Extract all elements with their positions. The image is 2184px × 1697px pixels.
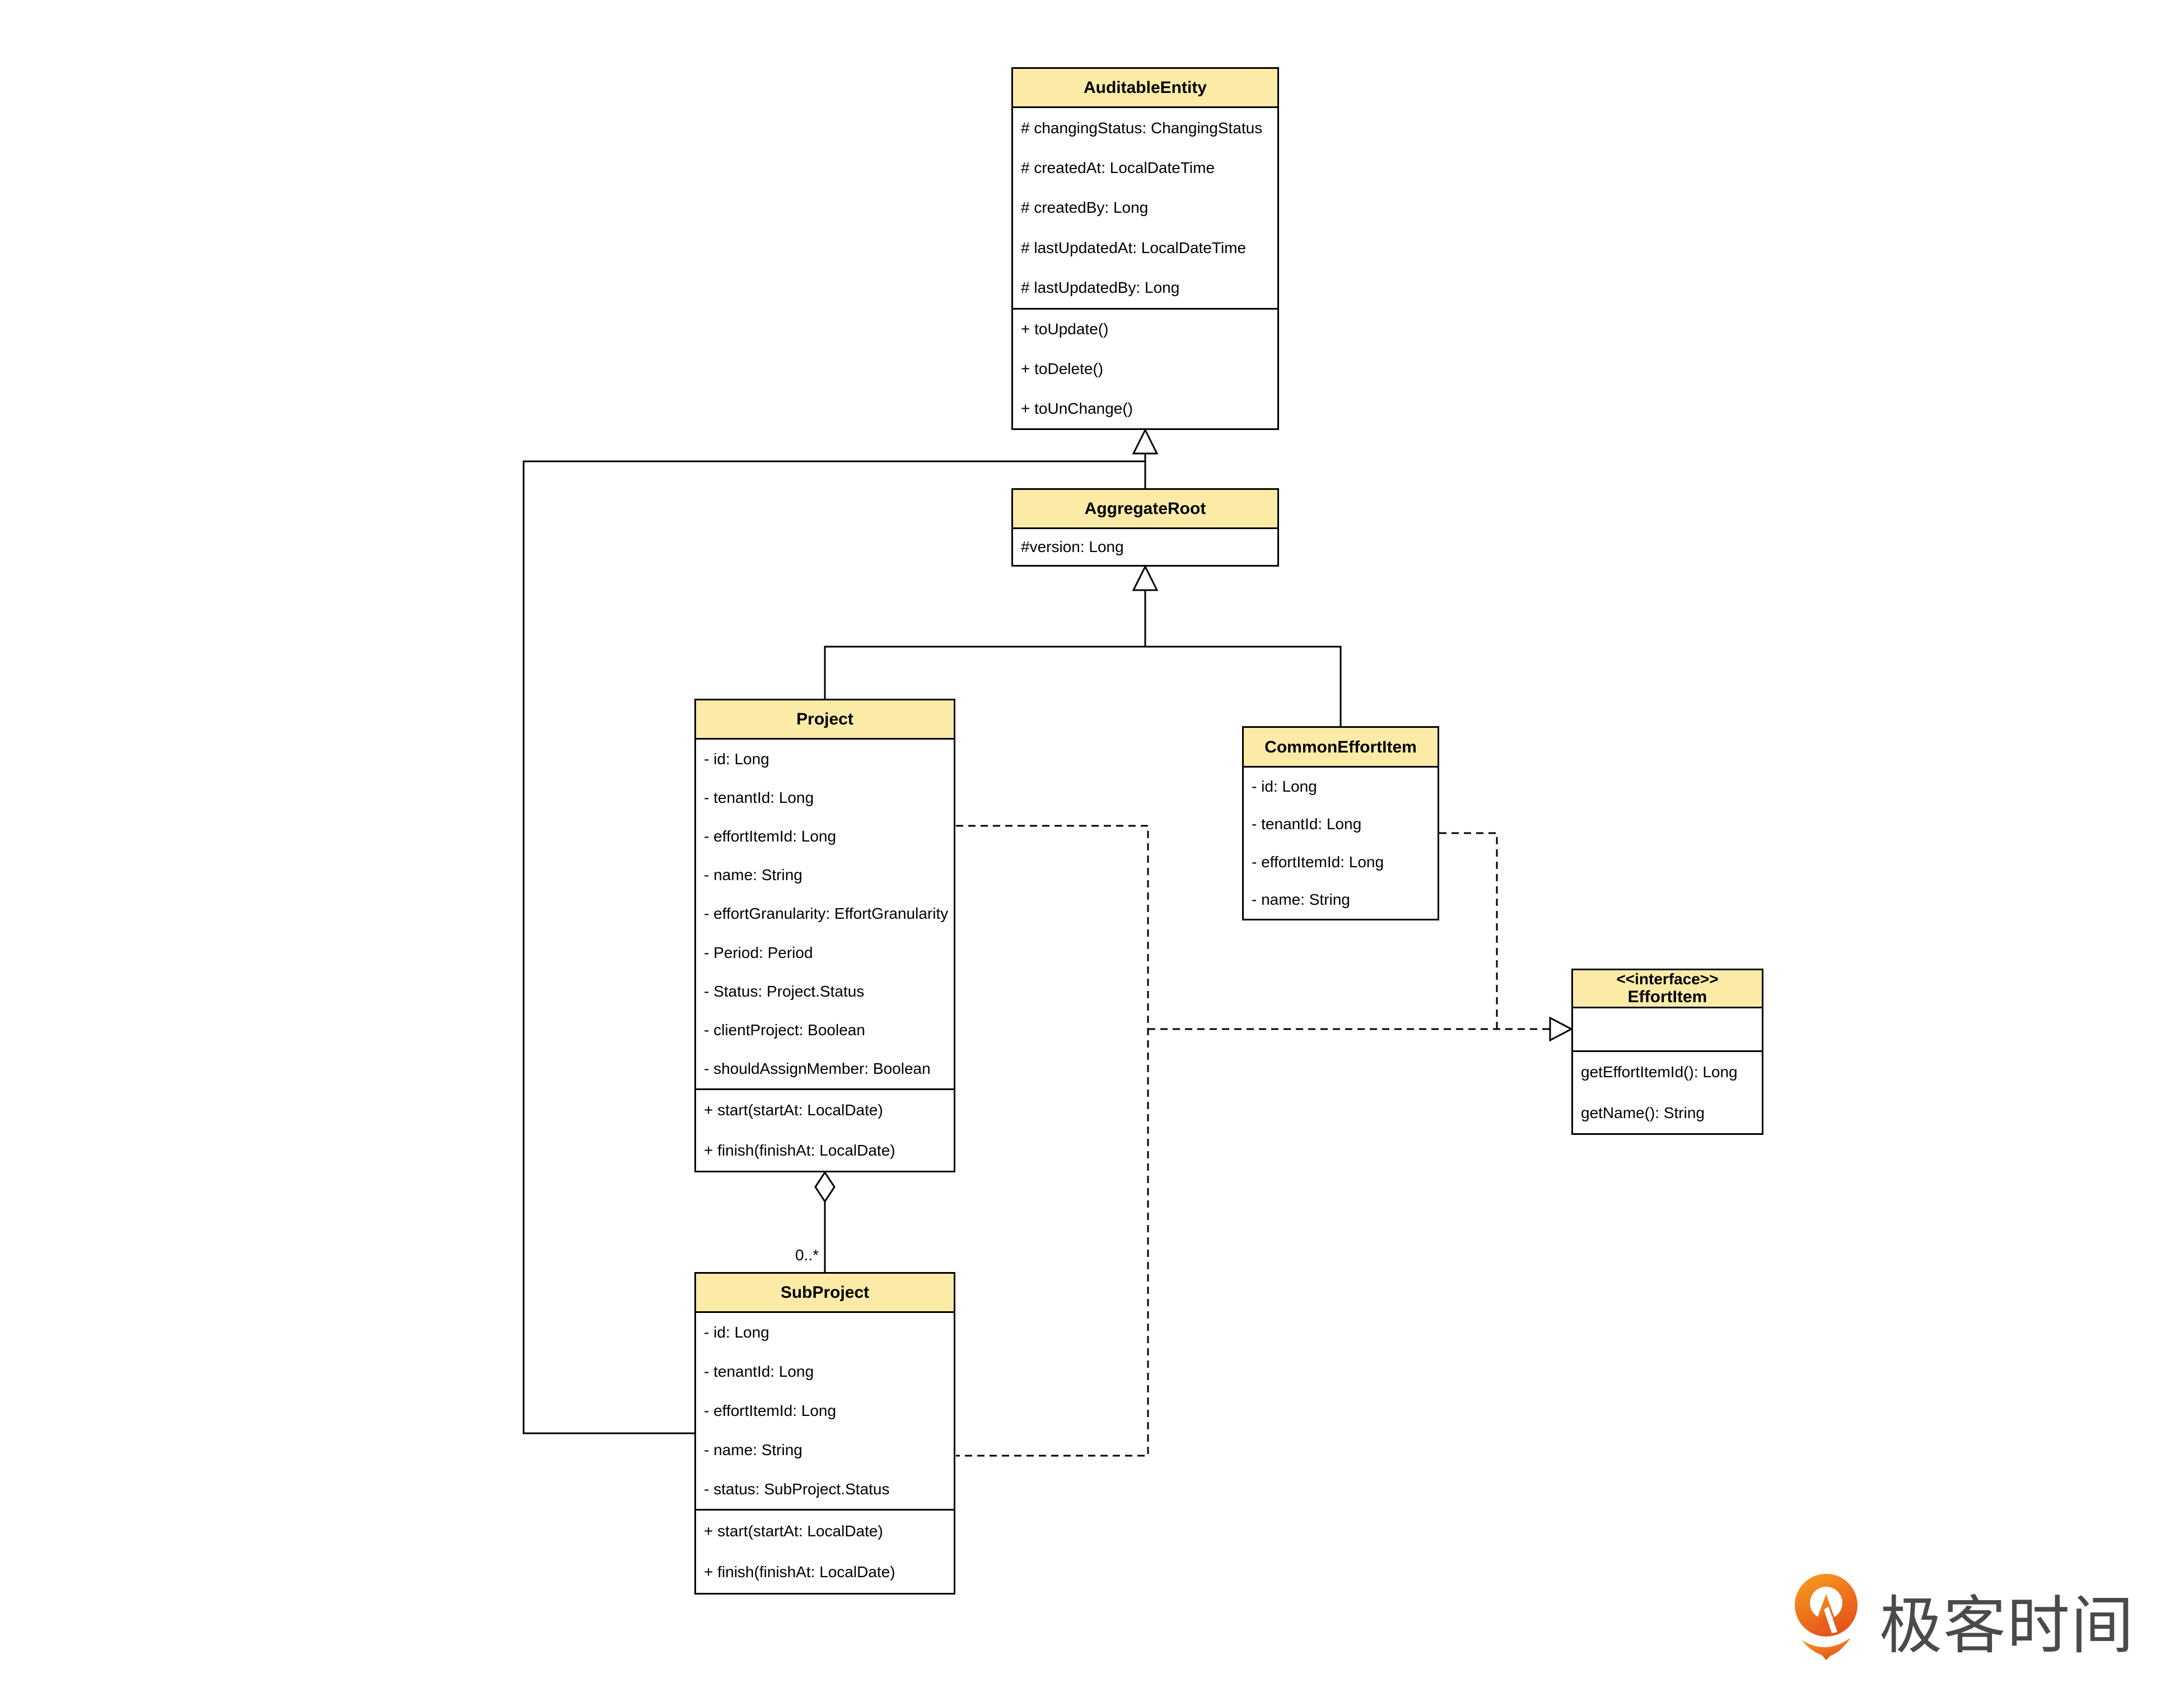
interface-effort-item: <<interface>> EffortItem getEffortItemId… (1571, 969, 1763, 1135)
attributes-section: # changingStatus: ChangingStatus # creat… (1013, 108, 1277, 308)
class-attribute: - id: Long (704, 1324, 769, 1341)
class-attribute: - clientProject: Boolean (704, 1021, 865, 1039)
class-aggregate-root: AggregateRoot #version: Long (1011, 488, 1279, 567)
class-title-bar: AggregateRoot (1013, 490, 1277, 529)
class-method: + finish(finishAt: LocalDate) (704, 1563, 895, 1581)
class-title-text: SubProject (780, 1283, 870, 1302)
realization-arrow-effortitem (1549, 1016, 1574, 1042)
interface-title-text: EffortItem (1627, 988, 1707, 1007)
class-method: + toUnChange() (1021, 399, 1133, 417)
class-title-text: CommonEffortItem (1264, 737, 1417, 756)
class-attribute: - Period: Period (704, 943, 813, 961)
class-method: + toDelete() (1021, 359, 1104, 377)
interface-method: getName(): String (1581, 1104, 1705, 1121)
class-method: + start(startAt: LocalDate) (704, 1522, 883, 1540)
methods-section: + toUpdate() + toDelete() + toUnChange() (1013, 308, 1277, 428)
attributes-section: #version: Long (1013, 529, 1277, 565)
class-title-bar: CommonEffortItem (1244, 728, 1438, 768)
generalization-line-subproject-to-auditableentity (522, 460, 1145, 1434)
class-attribute: # createdBy: Long (1021, 199, 1149, 217)
class-common-effort-item: CommonEffortItem - id: Long - tenantId: … (1242, 726, 1439, 920)
class-attribute: - shouldAssignMember: Boolean (704, 1060, 931, 1078)
class-attribute: - name: String (1252, 891, 1350, 909)
class-attribute: # changingStatus: ChangingStatus (1021, 119, 1263, 137)
attributes-section: - id: Long - tenantId: Long - effortItem… (1244, 768, 1438, 919)
interface-stereotype-text: <<interface>> (1616, 970, 1719, 988)
class-title-bar: SubProject (696, 1274, 954, 1313)
class-auditable-entity: AuditableEntity # changingStatus: Changi… (1011, 67, 1279, 430)
class-attribute: # createdAt: LocalDateTime (1021, 159, 1215, 177)
generalization-line-children-to-aggregateroot (824, 590, 1342, 726)
class-method: + toUpdate() (1021, 320, 1109, 338)
geektime-logo-text: 极客时间 (1879, 1591, 2135, 1661)
realization-line-project-subproject-to-effortitem (956, 825, 1149, 1457)
geektime-logo: 极客时间 (1794, 1570, 2135, 1660)
class-attribute: #version: Long (1021, 538, 1124, 555)
class-attribute: - id: Long (704, 750, 769, 768)
interface-method: getEffortItemId(): Long (1581, 1063, 1738, 1081)
attributes-section: - id: Long - tenantId: Long - effortItem… (696, 740, 954, 1088)
interface-title-bar: <<interface>> EffortItem (1573, 970, 1762, 1008)
methods-section: + start(startAt: LocalDate) + finish(fin… (696, 1088, 954, 1171)
geektime-logo-icon (1794, 1574, 1859, 1660)
methods-section: + start(startAt: LocalDate) + finish(fin… (696, 1509, 954, 1593)
class-attribute: - Status: Project.Status (704, 982, 865, 1000)
class-attribute: - tenantId: Long (704, 1363, 814, 1380)
attributes-section: - id: Long - tenantId: Long - effortItem… (696, 1313, 954, 1509)
aggregation-diamond-project (814, 1171, 836, 1203)
class-method: + finish(finishAt: LocalDate) (704, 1142, 895, 1159)
class-sub-project: SubProject - id: Long - tenantId: Long -… (694, 1272, 955, 1595)
logo-slit (1824, 1606, 1837, 1633)
class-title-text: Project (796, 710, 853, 728)
class-attribute: - effortItemId: Long (704, 828, 837, 845)
logo-swoosh (1802, 1638, 1851, 1660)
class-attribute: - effortGranularity: EffortGranularity (704, 905, 949, 923)
class-title-bar: Project (696, 700, 954, 740)
multiplicity-label: 0..* (795, 1246, 819, 1264)
class-project: Project - id: Long - tenantId: Long - ef… (694, 699, 955, 1172)
class-attribute: - status: SubProject.Status (704, 1480, 890, 1498)
class-attribute: - name: String (704, 866, 802, 884)
attributes-section-empty (1573, 1008, 1762, 1050)
class-attribute: - tenantId: Long (704, 788, 814, 806)
realization-line-commoneffortitem-to-effortitem (1439, 832, 1498, 1029)
methods-section: getEffortItemId(): Long getName(): Strin… (1573, 1050, 1762, 1133)
class-attribute: - tenantId: Long (1252, 815, 1362, 833)
class-title-text: AggregateRoot (1084, 499, 1206, 518)
generalization-arrow-aggregateroot (1132, 564, 1159, 591)
class-title-bar: AuditableEntity (1013, 69, 1277, 108)
class-attribute: - effortItemId: Long (1252, 853, 1384, 871)
class-title-text: AuditableEntity (1083, 78, 1207, 97)
generalization-arrow-auditableentity (1132, 428, 1159, 455)
class-attribute: - id: Long (1252, 777, 1317, 795)
class-attribute: - name: String (704, 1441, 802, 1458)
class-attribute: # lastUpdatedBy: Long (1021, 279, 1180, 297)
class-attribute: # lastUpdatedAt: LocalDateTime (1021, 239, 1247, 256)
class-attribute: - effortItemId: Long (704, 1402, 837, 1419)
class-method: + start(startAt: LocalDate) (704, 1101, 883, 1119)
